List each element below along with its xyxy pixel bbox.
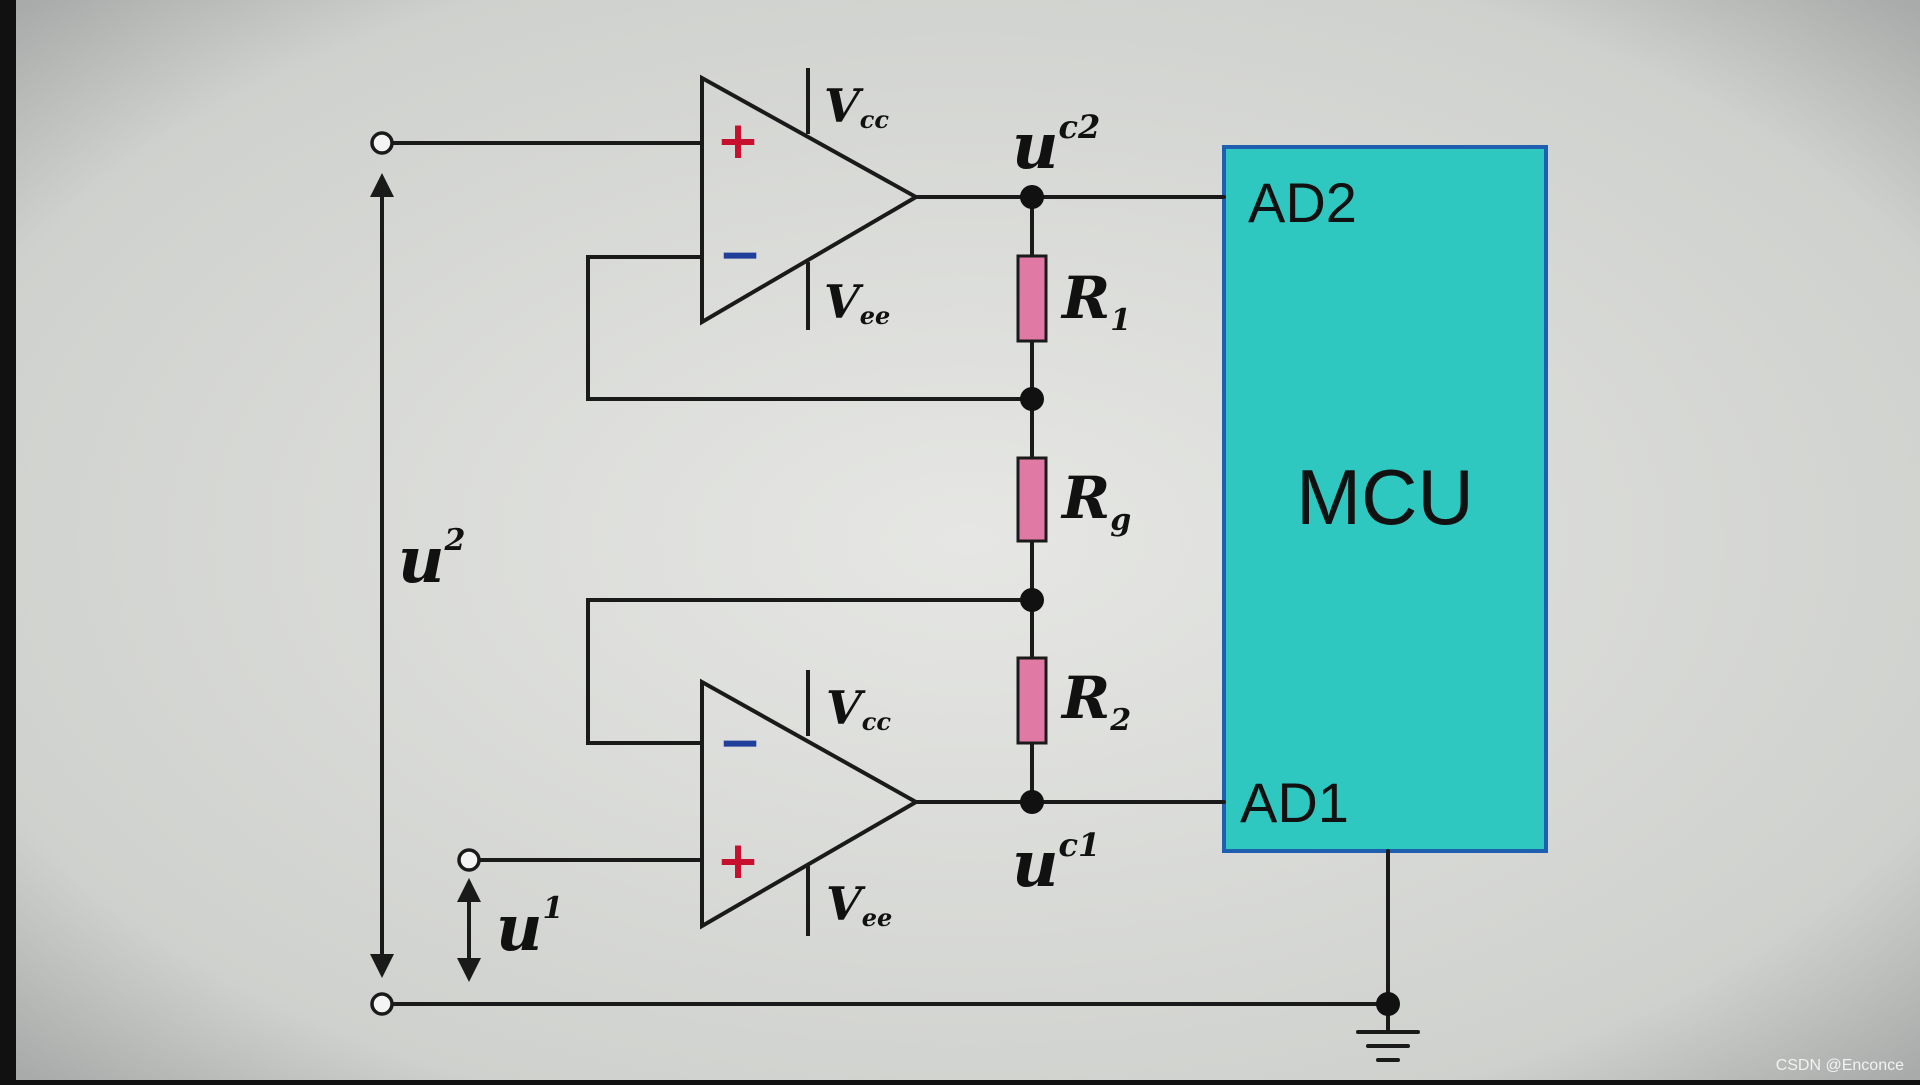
opamp-bottom-vee-sub: ee: [862, 903, 893, 932]
voltage-uc1-sup: c1: [1059, 826, 1101, 864]
pin-ad1-label: AD1: [1240, 771, 1349, 834]
voltage-u2-main: u: [398, 523, 445, 598]
opamp-bottom-minus-sign: −: [718, 713, 762, 773]
opamp-bottom-vcc-sub: cc: [862, 707, 892, 736]
mcu-label: MCU: [1296, 453, 1474, 541]
opamp-top: + − Vcc Vee: [700, 68, 921, 330]
resistor-r2-main: R: [1060, 664, 1110, 732]
watermark: CSDN @Enconce: [1776, 1057, 1904, 1074]
opamp-top-minus-sign: −: [718, 225, 762, 285]
terminal-bottom-input: [457, 848, 481, 872]
voltage-uc1-label: uc1: [1012, 826, 1100, 902]
wire-top-feedback: [586, 255, 1034, 401]
voltage-uc1-main: u: [1012, 827, 1059, 902]
resistor-rg: [1016, 456, 1048, 543]
voltage-u2-label: u2: [398, 523, 465, 598]
opamp-top-vee-main: V: [824, 275, 864, 329]
opamp-bottom-vcc-main: V: [826, 681, 866, 735]
resistor-r1-sub: 1: [1110, 303, 1131, 338]
resistor-rg-label: Rg: [1060, 464, 1131, 538]
opamp-bottom-vcc-label: Vcc: [826, 681, 891, 736]
resistor-r1-main: R: [1060, 264, 1110, 332]
node-output-bottom: [1020, 790, 1044, 814]
wire-bottom-feedback: [586, 598, 1034, 745]
voltage-u2-sup: 2: [444, 523, 466, 558]
opamp-top-vcc-main: V: [824, 79, 864, 133]
opamp-bottom: − + Vcc Vee: [700, 670, 921, 936]
resistor-r2-label: R2: [1060, 664, 1131, 738]
voltage-u1-sup: 1: [543, 891, 564, 926]
voltage-u1-label: u1: [496, 891, 563, 966]
opamp-bottom-triangle: [700, 678, 921, 930]
mcu-block: [1222, 145, 1548, 853]
resistor-rg-main: R: [1060, 464, 1110, 532]
opamp-top-vcc-label: Vcc: [824, 79, 889, 134]
opamp-bottom-plus-sign: +: [716, 831, 760, 891]
resistor-r1-label: R1: [1060, 264, 1131, 338]
opamp-top-vee-sub: ee: [860, 301, 891, 330]
ground-icon: [1356, 1030, 1420, 1062]
opamp-top-vcc-sub: cc: [860, 105, 890, 134]
voltage-uc2-sup: c2: [1059, 108, 1101, 146]
opamp-bottom-vee-label: Vee: [826, 877, 892, 932]
opamp-top-plus-sign: +: [716, 111, 760, 171]
node-rg-r2: [1020, 588, 1044, 612]
terminal-top-input: [370, 131, 394, 155]
resistor-r2-sub: 2: [1109, 703, 1131, 738]
node-ground: [1376, 992, 1400, 1016]
terminal-ground: [370, 992, 394, 1016]
voltage-u1-main: u: [496, 891, 543, 966]
opamp-bottom-vee-main: V: [826, 877, 866, 931]
background-panel: [16, 0, 1920, 1080]
node-output-top: [1020, 185, 1044, 209]
opamp-top-triangle: [700, 74, 921, 326]
voltage-uc2-main: u: [1012, 109, 1059, 184]
resistor-r2: [1016, 656, 1048, 745]
opamp-top-vee-label: Vee: [824, 275, 890, 330]
pin-ad2-label: AD2: [1248, 171, 1357, 234]
node-r1-rg: [1020, 387, 1044, 411]
voltage-uc2-label: uc2: [1012, 108, 1100, 184]
resistor-r1: [1016, 254, 1048, 343]
resistor-rg-sub: g: [1110, 503, 1131, 538]
